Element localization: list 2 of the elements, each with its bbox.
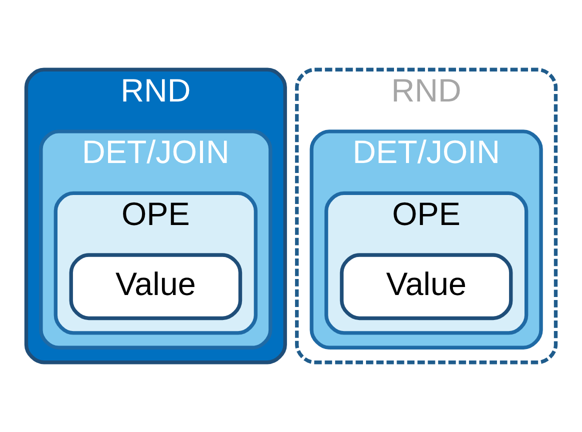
- node-box: Value: [69, 253, 242, 320]
- node-box: Value: [340, 253, 513, 320]
